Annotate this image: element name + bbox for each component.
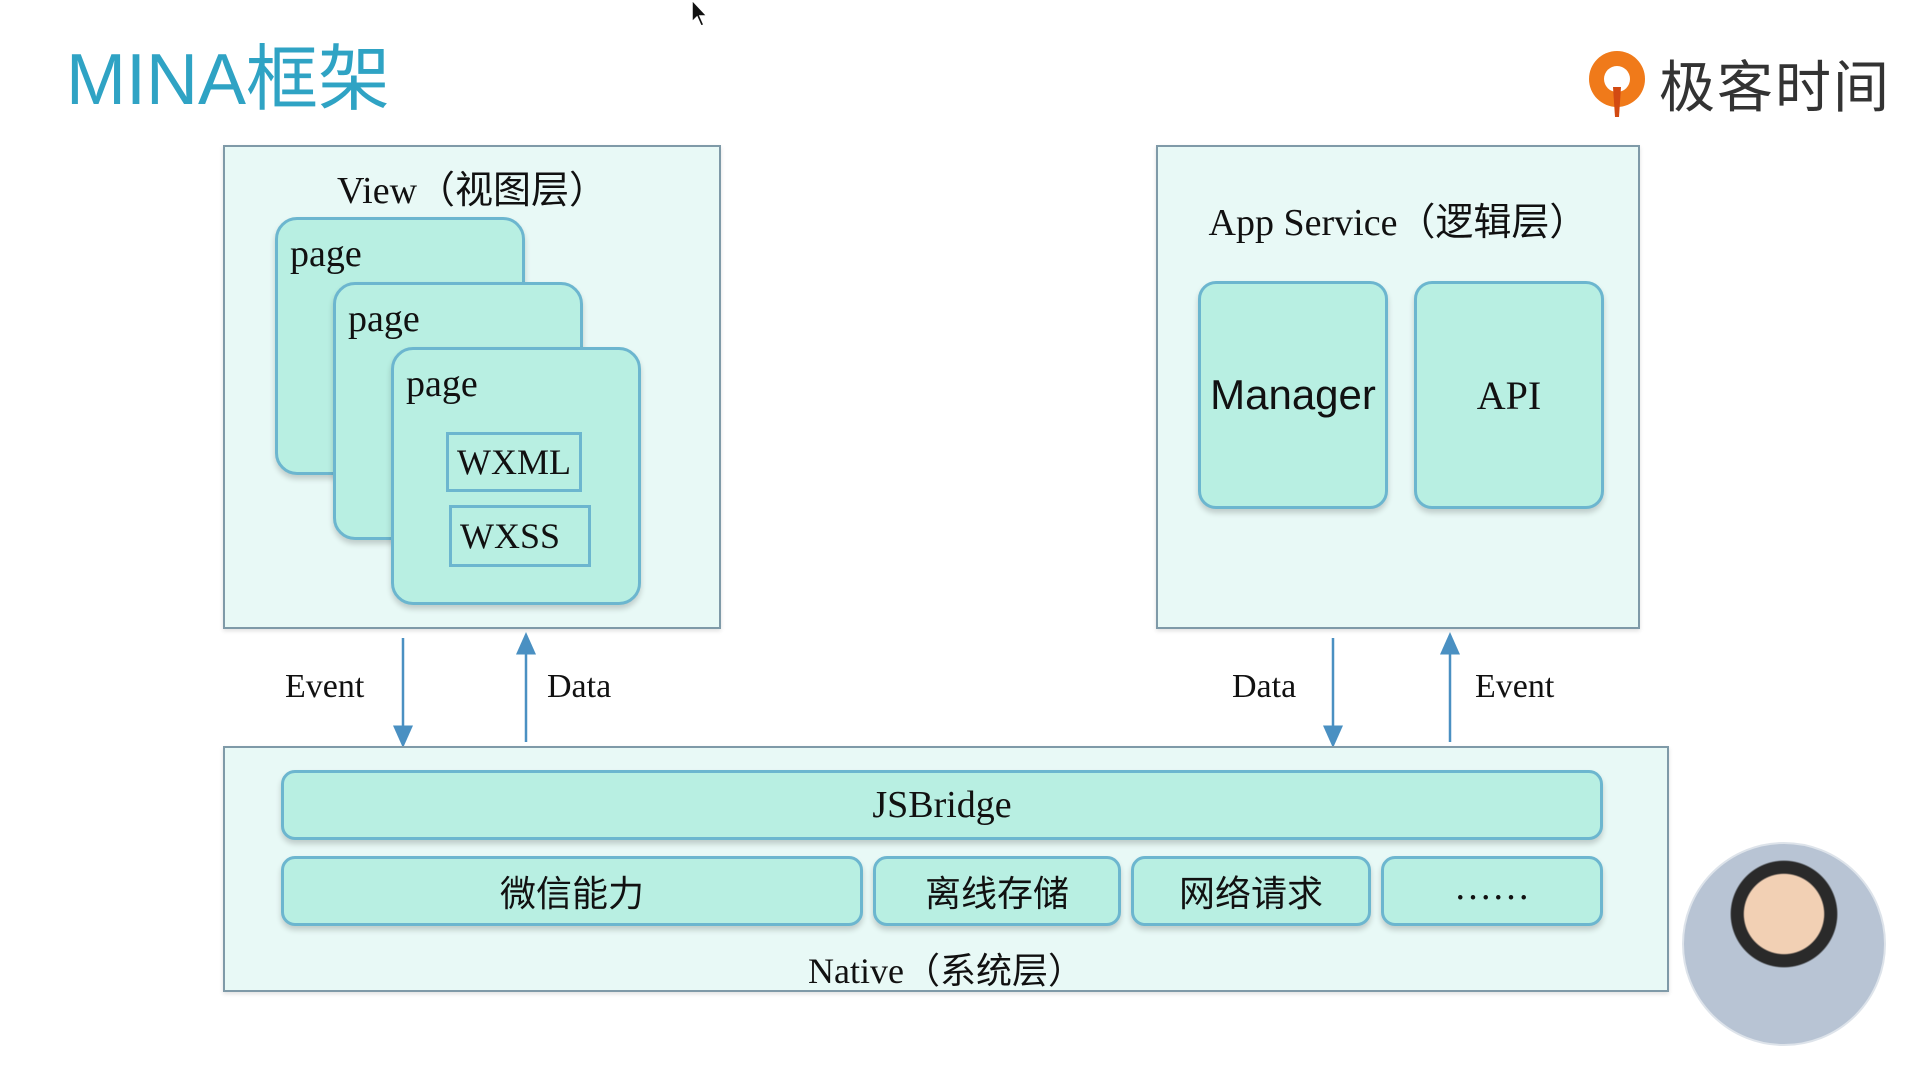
- label-data-right: Data: [1232, 668, 1297, 705]
- app-service-layer-title: App Service（逻辑层）: [1208, 202, 1588, 244]
- wxss-box: WXSS: [449, 505, 591, 567]
- manager-module: Manager: [1198, 281, 1388, 509]
- capability-more: ……: [1381, 856, 1603, 926]
- page-card-3: page WXML WXSS: [391, 347, 641, 605]
- app-service-layer-panel: App Service（逻辑层） Manager API: [1156, 145, 1640, 629]
- view-layer-panel: View（视图层） page page page WXML WXSS: [223, 145, 721, 629]
- api-module: API: [1414, 281, 1604, 509]
- label-event-right: Event: [1475, 668, 1555, 705]
- brand-logo: 极客时间: [1585, 43, 1891, 123]
- capability-wechat: 微信能力: [281, 856, 863, 926]
- manager-label: Manager: [1210, 371, 1376, 418]
- native-layer-panel: JSBridge 微信能力 离线存储 网络请求 …… Native（系统层）: [223, 746, 1669, 992]
- wxml-box: WXML: [446, 432, 582, 492]
- connector-arrows: [393, 632, 1460, 748]
- capability-network-request: 网络请求: [1131, 856, 1371, 926]
- label-event-left: Event: [285, 668, 365, 705]
- page-label: page: [406, 363, 478, 405]
- mouse-cursor-icon: [691, 0, 709, 27]
- geektime-logo-icon: [1589, 51, 1645, 117]
- capability-offline-storage: 离线存储: [873, 856, 1121, 926]
- presenter-video-avatar: [1682, 842, 1886, 1046]
- jsbridge-bar: JSBridge: [281, 770, 1603, 840]
- page-label: page: [348, 298, 420, 340]
- native-layer-title: Native（系统层）: [808, 951, 1084, 991]
- page-label: page: [290, 233, 362, 275]
- label-data-left: Data: [547, 668, 612, 705]
- api-label: API: [1476, 372, 1542, 418]
- view-layer-title: View（视图层）: [336, 170, 608, 212]
- slide-title: MINA框架: [66, 40, 391, 120]
- logo-text: 极客时间: [1659, 55, 1891, 119]
